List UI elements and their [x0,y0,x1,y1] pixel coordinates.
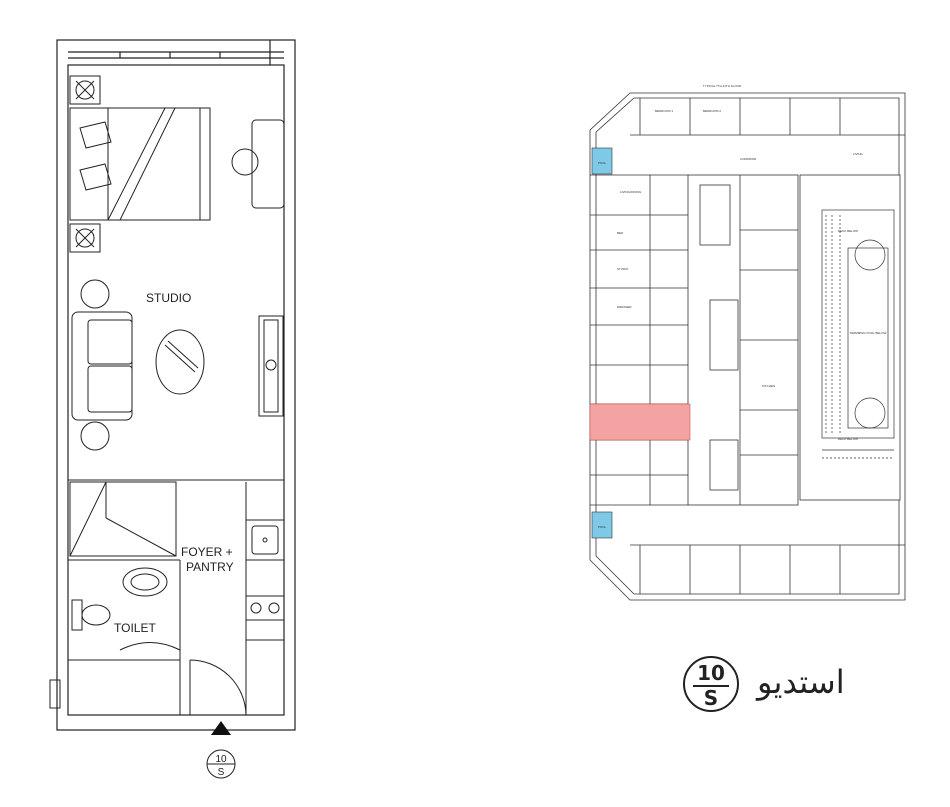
coffee-table [155,329,205,395]
key-plan-room-labels: BEDROOM 1 BEDROOM 2 LIVING STUDIO BED LI… [617,109,864,388]
building-outline [589,92,906,601]
svg-text:LIVING/DINING: LIVING/DINING [620,190,642,194]
foyer-label: FOYER + [181,545,233,559]
wc-bowl [81,604,111,626]
unit-badge-bottom: S [703,686,719,710]
tv-unit [258,315,284,417]
swimming-pool [821,209,895,459]
unit-type-legend: 10 S استديو [683,656,893,718]
unit-outer-wall [56,39,296,731]
studio-label: STUDIO [146,291,191,305]
svg-text:CORRIDOR: CORRIDOR [740,157,757,161]
svg-text:KITCHEN: KITCHEN [762,384,775,388]
pool-bottom: POOL [591,511,613,539]
svg-text:S: S [218,767,225,778]
svg-text:POOL: POOL [598,525,607,529]
side-table-bottom [80,421,110,451]
ac-unit [49,679,61,709]
bed [69,107,211,221]
washbasin [122,567,168,597]
svg-text:10: 10 [215,754,227,765]
highlighted-studio-unit [589,403,691,441]
unit-marker: 10 S [206,749,236,779]
pool-top: POOL [591,147,613,175]
deck-label-top: DECK BELOW [838,229,858,233]
sofa [71,311,133,421]
unit-badge: 10 S [683,656,739,712]
svg-text:BEDROOM 2: BEDROOM 2 [703,109,721,113]
svg-text:BED: BED [617,231,624,235]
svg-text:POOL: POOL [598,161,607,165]
cooktop [245,595,285,621]
kitchen-sink [245,519,285,561]
svg-text:BEDROOM 1: BEDROOM 1 [655,109,673,113]
desk [251,119,285,209]
nightstand-bottom [69,223,101,253]
desk-chair [231,148,259,176]
svg-text:DRESSER: DRESSER [617,305,632,309]
nightstand-top [69,75,101,105]
unit-inner-wall [67,64,285,716]
deck-label-bottom: DECK BELOW [838,437,858,441]
svg-text:LIVING: LIVING [853,152,864,156]
unit-type-arabic-label: استديو [757,663,845,701]
toilet-label: TOILET [114,621,156,635]
side-table-top [80,279,110,309]
pantry-label: PANTRY [186,560,234,574]
unit-badge-top: 10 [697,661,725,685]
key-plan-title: TYPICAL 7TH-11TH FLOOR [703,84,742,88]
entry-arrow-icon [211,721,231,735]
svg-text:STUDIO: STUDIO [617,267,629,271]
swimming-pool-label: SWIMMING POOL BELOW [850,331,887,335]
